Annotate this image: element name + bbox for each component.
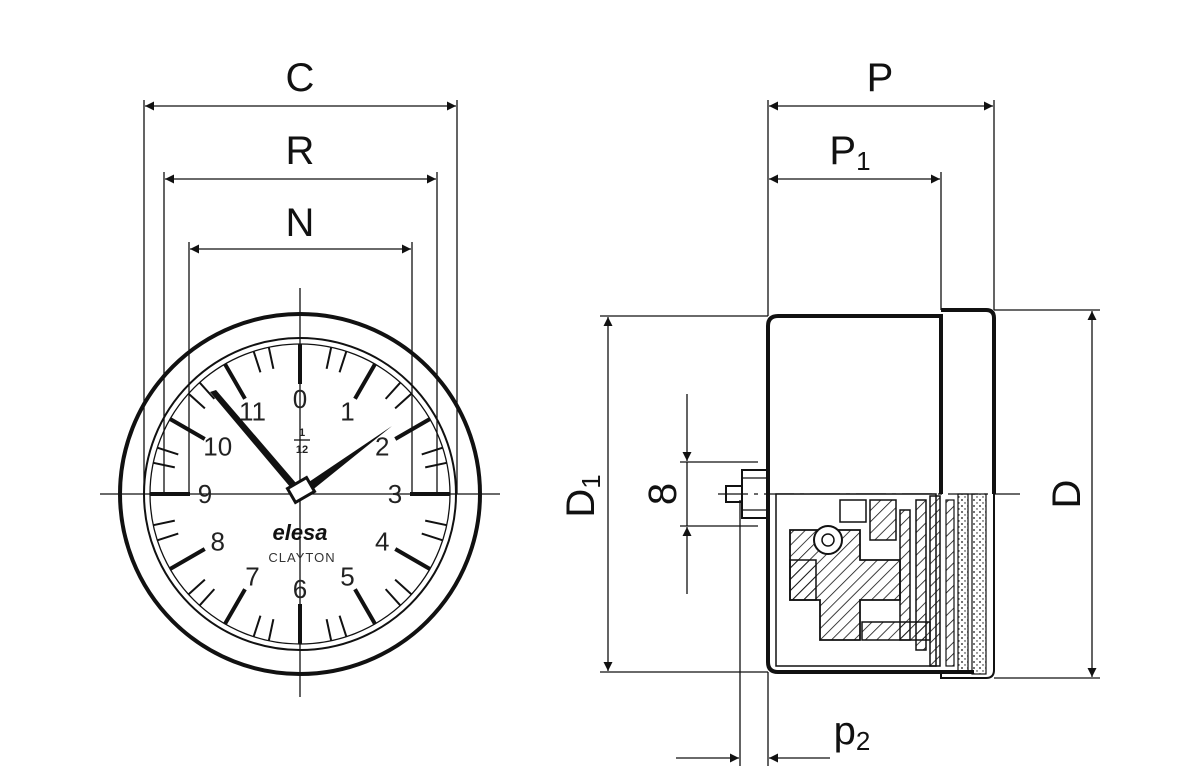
cross-section [775, 493, 987, 675]
dial-number: 9 [198, 479, 212, 509]
major-tick [353, 588, 377, 625]
dial-number: 6 [293, 574, 307, 604]
dial-number: 7 [245, 561, 259, 591]
minor-tick [252, 351, 262, 373]
dial-number: 4 [375, 527, 389, 557]
minor-tick [421, 532, 443, 542]
dim-d-label: D [1045, 480, 1089, 509]
major-tick [223, 363, 247, 400]
minor-tick [198, 588, 216, 607]
minor-tick [267, 347, 275, 370]
minor-tick [187, 578, 206, 596]
outer-bezel [118, 312, 482, 676]
minor-tick [394, 578, 413, 596]
dial-number: 11 [239, 397, 266, 427]
minor-tick [325, 347, 333, 370]
minor-tick [198, 381, 216, 400]
minor-tick [153, 519, 176, 527]
fraction-top: 1 [299, 427, 305, 439]
fraction-bottom: 12 [296, 444, 308, 456]
side-view: P P1 D1 D 8 p2 [559, 56, 1100, 766]
minor-tick [394, 392, 413, 410]
dial-number: 5 [340, 561, 354, 591]
minor-tick [421, 446, 443, 456]
major-tick [169, 547, 206, 571]
minor-tick [424, 461, 447, 469]
dim-c-label: C [286, 56, 315, 100]
front-bezel [941, 308, 996, 494]
minor-tick [384, 588, 402, 607]
minor-tick [267, 618, 275, 641]
dial-number: 0 [293, 384, 307, 414]
dim-p1-label: P1 [829, 129, 870, 176]
brand-logo: elesa [272, 520, 327, 545]
inner-bezel [143, 337, 457, 651]
minor-tick [325, 618, 333, 641]
dim-d1-label: D1 [559, 474, 606, 517]
dial-number: 8 [210, 527, 224, 557]
model-name: CLAYTON [268, 550, 335, 565]
dim-n-label: N [286, 201, 315, 245]
minor-tick [157, 446, 179, 456]
dim-r-label: R [286, 129, 315, 173]
dim-8-label: 8 [641, 483, 685, 505]
major-tick [394, 417, 431, 441]
minor-tick [424, 519, 447, 527]
hand-hub [285, 475, 317, 505]
gauge-body [766, 314, 974, 674]
major-tick [169, 417, 206, 441]
dim-p-label: P [867, 56, 894, 100]
minor-tick [384, 381, 402, 400]
minor-tick [252, 615, 262, 637]
dial-number: 1 [340, 397, 354, 427]
dial-ticks [150, 344, 450, 644]
major-tick [394, 547, 431, 571]
minor-tick [153, 461, 176, 469]
dial-number: 3 [388, 479, 402, 509]
minute-hand [210, 390, 302, 494]
major-tick [353, 363, 377, 400]
mounting-stud [725, 485, 743, 503]
dim-p2-label: p2 [834, 709, 871, 756]
dial-number: 2 [375, 432, 389, 462]
clock-hands [210, 390, 392, 505]
major-tick [223, 588, 247, 625]
dial-number: 10 [203, 432, 232, 462]
minor-tick [187, 392, 206, 410]
minor-tick [157, 532, 179, 542]
hour-hand [294, 426, 392, 500]
minor-tick [338, 615, 348, 637]
minor-tick [338, 351, 348, 373]
